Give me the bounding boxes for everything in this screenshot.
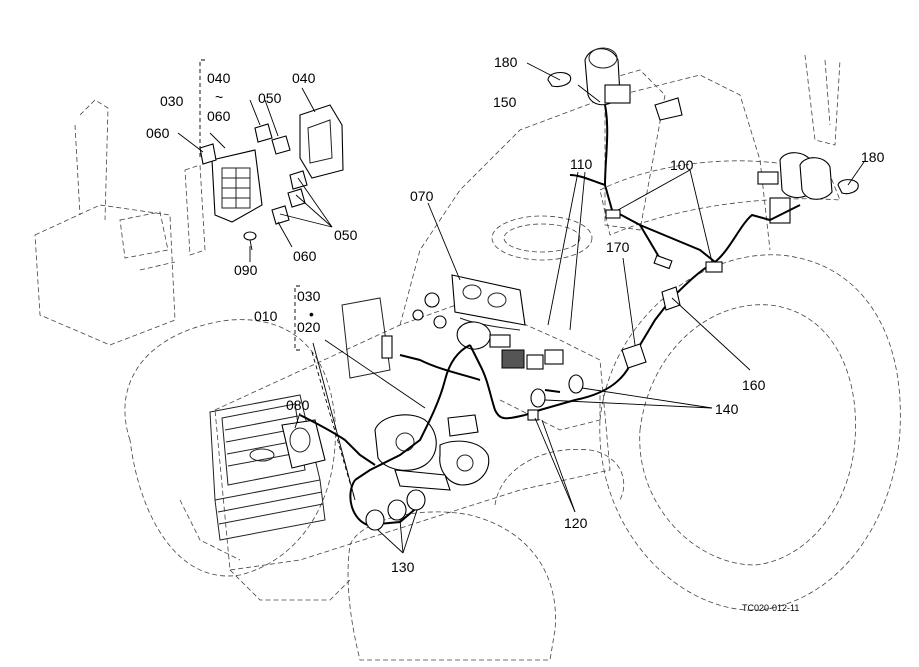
headlight-assembly bbox=[281, 419, 326, 469]
callout-080: 080 bbox=[286, 397, 310, 413]
callout-070: 070 bbox=[410, 188, 434, 204]
front-grille bbox=[209, 394, 326, 541]
callout-060-bottom: 060 bbox=[293, 248, 317, 264]
callout-010: 010 bbox=[254, 308, 278, 324]
drawing-code: TC020-012-11 bbox=[742, 603, 799, 613]
engine-components bbox=[341, 297, 490, 491]
callout-100: 100 bbox=[670, 157, 694, 173]
callout-140: 140 bbox=[715, 401, 739, 417]
callout-030-group: 030 bbox=[297, 288, 321, 304]
callout-150: 150 bbox=[493, 94, 517, 110]
callout-040-range-start: 040 bbox=[207, 70, 231, 86]
callout-040: 040 bbox=[292, 70, 316, 86]
leader-lines bbox=[177, 59, 865, 554]
callout-030-inset: 030 bbox=[160, 93, 184, 109]
callout-160: 160 bbox=[742, 377, 766, 393]
callout-170: 170 bbox=[606, 239, 630, 255]
callout-180-top: 180 bbox=[494, 54, 518, 70]
group-bullet: • bbox=[309, 306, 314, 322]
callout-060-range-end: 060 bbox=[207, 108, 231, 124]
range-tilde: ~ bbox=[215, 89, 223, 105]
harness-connectors bbox=[365, 71, 859, 531]
callout-110: 110 bbox=[570, 156, 593, 172]
callout-090: 090 bbox=[234, 262, 258, 278]
callout-120: 120 bbox=[564, 515, 588, 531]
callout-180-right: 180 bbox=[861, 149, 885, 165]
callout-labels: 180 150 110 100 180 040 ~ 060 040 030 05… bbox=[146, 54, 885, 613]
callout-050-top: 050 bbox=[258, 90, 282, 106]
callout-130: 130 bbox=[391, 559, 415, 575]
fuse-box-inset bbox=[34, 99, 344, 346]
rear-lamps bbox=[584, 47, 833, 224]
callout-060-left: 060 bbox=[146, 125, 170, 141]
instrument-panel bbox=[412, 274, 564, 370]
callout-020: 020 bbox=[297, 319, 321, 335]
callout-050-right: 050 bbox=[334, 227, 358, 243]
